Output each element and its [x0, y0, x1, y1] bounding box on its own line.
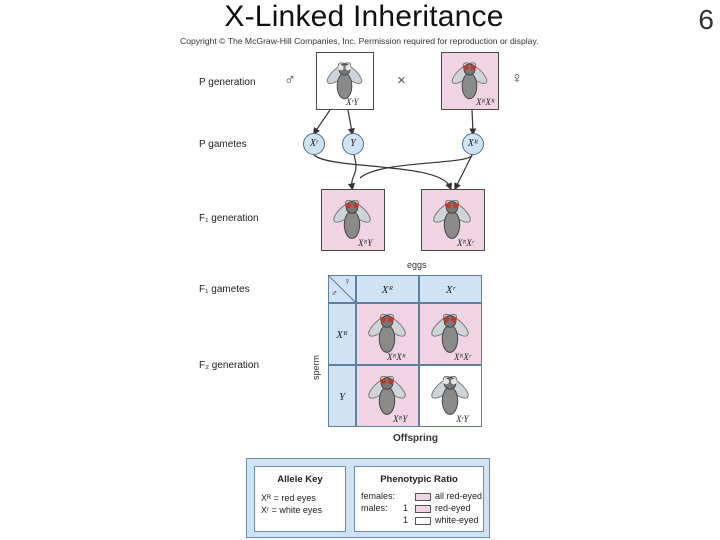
- arrow-female-to-xr-gamete: [469, 109, 477, 136]
- corner-male-symbol: ♂: [331, 288, 338, 298]
- row-label-p-gametes: P gametes: [199, 139, 247, 150]
- swatch-white-eyed: [415, 517, 431, 525]
- punnett-cell-xry-white: XʳY: [419, 365, 482, 427]
- ratio-male-count-white: 1: [403, 515, 409, 525]
- eggs-label: eggs: [407, 260, 427, 270]
- sperm-header-xr: Xᴿ: [328, 303, 356, 365]
- sperm-label: sperm: [311, 354, 321, 380]
- p-female-fly-box: [441, 52, 499, 110]
- sperm-header-y: Y: [328, 365, 356, 427]
- ratio-male-desc-white: white-eyed: [435, 515, 479, 525]
- allele-key-box: Allele Key Xᴿ = red eyes Xʳ = white eyes: [254, 466, 346, 532]
- swatch-male-red-eyed: [415, 505, 431, 513]
- punnett-cell-xrxr-het: XᴿXʳ: [419, 303, 482, 365]
- egg-header-xr-recessive: Xʳ: [419, 275, 482, 303]
- gamete-xr-male: Xʳ: [303, 133, 325, 155]
- allele-key-title: Allele Key: [277, 474, 323, 485]
- ratio-females-desc: all red-eyed: [435, 491, 483, 501]
- f1-male-genotype: XᴿY: [358, 238, 373, 248]
- female-symbol: ♀: [511, 70, 523, 87]
- phenotypic-ratio-box: Phenotypic Ratio females: all red-eyed m…: [354, 466, 484, 532]
- row-label-f1-gametes: F₁ gametes: [199, 284, 250, 295]
- offspring-label: Offspring: [393, 433, 438, 444]
- f1-female-genotype: XᴿXʳ: [457, 238, 474, 248]
- arrow-male-to-xr-gamete: [312, 109, 331, 135]
- cell-genotype: XᴿXʳ: [454, 352, 471, 362]
- cell-genotype: XᴿY: [393, 414, 408, 424]
- egg-header-xr-dominant: Xᴿ: [356, 275, 419, 303]
- line-female-xr-to-f1-female: [454, 154, 473, 191]
- f1-female-fly-box: [421, 189, 485, 251]
- fly-icon: [431, 313, 469, 353]
- slide-title: X-Linked Inheritance: [0, 0, 720, 34]
- arrow-male-to-y-gamete: [347, 109, 355, 136]
- phenotypic-ratio-title: Phenotypic Ratio: [380, 474, 458, 485]
- punnett-corner: ♂ ♀: [328, 275, 357, 304]
- line-xr-to-f1-male: [359, 154, 473, 179]
- line-y-to-f1-male: [347, 154, 357, 191]
- p-male-fly-box: [316, 52, 374, 110]
- fly-icon: [368, 313, 406, 353]
- punnett-cell-xrxr: XᴿXᴿ: [356, 303, 419, 365]
- allele-key-line-red: Xᴿ = red eyes: [261, 493, 316, 503]
- punnett-cell-xry-red: XᴿY: [356, 365, 419, 427]
- ratio-male-count-red: 1: [403, 503, 409, 513]
- gamete-xr-female: Xᴿ: [462, 133, 484, 155]
- fly-icon: [451, 62, 488, 100]
- fly-icon: [431, 375, 469, 415]
- corner-diagonal: [329, 276, 357, 304]
- row-label-p-generation: P generation: [199, 77, 256, 88]
- row-label-f2-generation: F₂ generation: [199, 360, 260, 371]
- slide-title-text: X-Linked Inheritance: [224, 0, 504, 33]
- male-symbol: ♂: [284, 72, 296, 89]
- cross-symbol: ×: [397, 72, 406, 89]
- fly-icon: [333, 199, 371, 239]
- p-female-genotype: XᴿXᴿ: [476, 97, 495, 107]
- cell-genotype: XᴿXᴿ: [387, 352, 406, 362]
- fly-icon: [433, 199, 471, 239]
- swatch-red-eyed: [415, 493, 431, 501]
- line-xr-to-f1-female: [313, 154, 452, 191]
- fly-icon: [326, 62, 363, 100]
- page-number: 6: [698, 4, 714, 35]
- ratio-males-label: males:: [361, 503, 388, 513]
- cell-genotype: XʳY: [456, 414, 469, 424]
- ratio-females-label: females:: [361, 491, 396, 501]
- corner-female-symbol: ♀: [344, 276, 351, 286]
- copyright-notice: Copyright © The McGraw-Hill Companies, I…: [180, 36, 539, 46]
- f1-male-fly-box: [321, 189, 385, 251]
- fly-icon: [368, 375, 406, 415]
- gamete-y: Y: [342, 133, 364, 155]
- row-label-f1-generation: F₁ generation: [199, 213, 259, 224]
- p-male-genotype: XʳY: [346, 97, 359, 107]
- ratio-male-desc-red: red-eyed: [435, 503, 471, 513]
- allele-key-line-white: Xʳ = white eyes: [261, 505, 322, 515]
